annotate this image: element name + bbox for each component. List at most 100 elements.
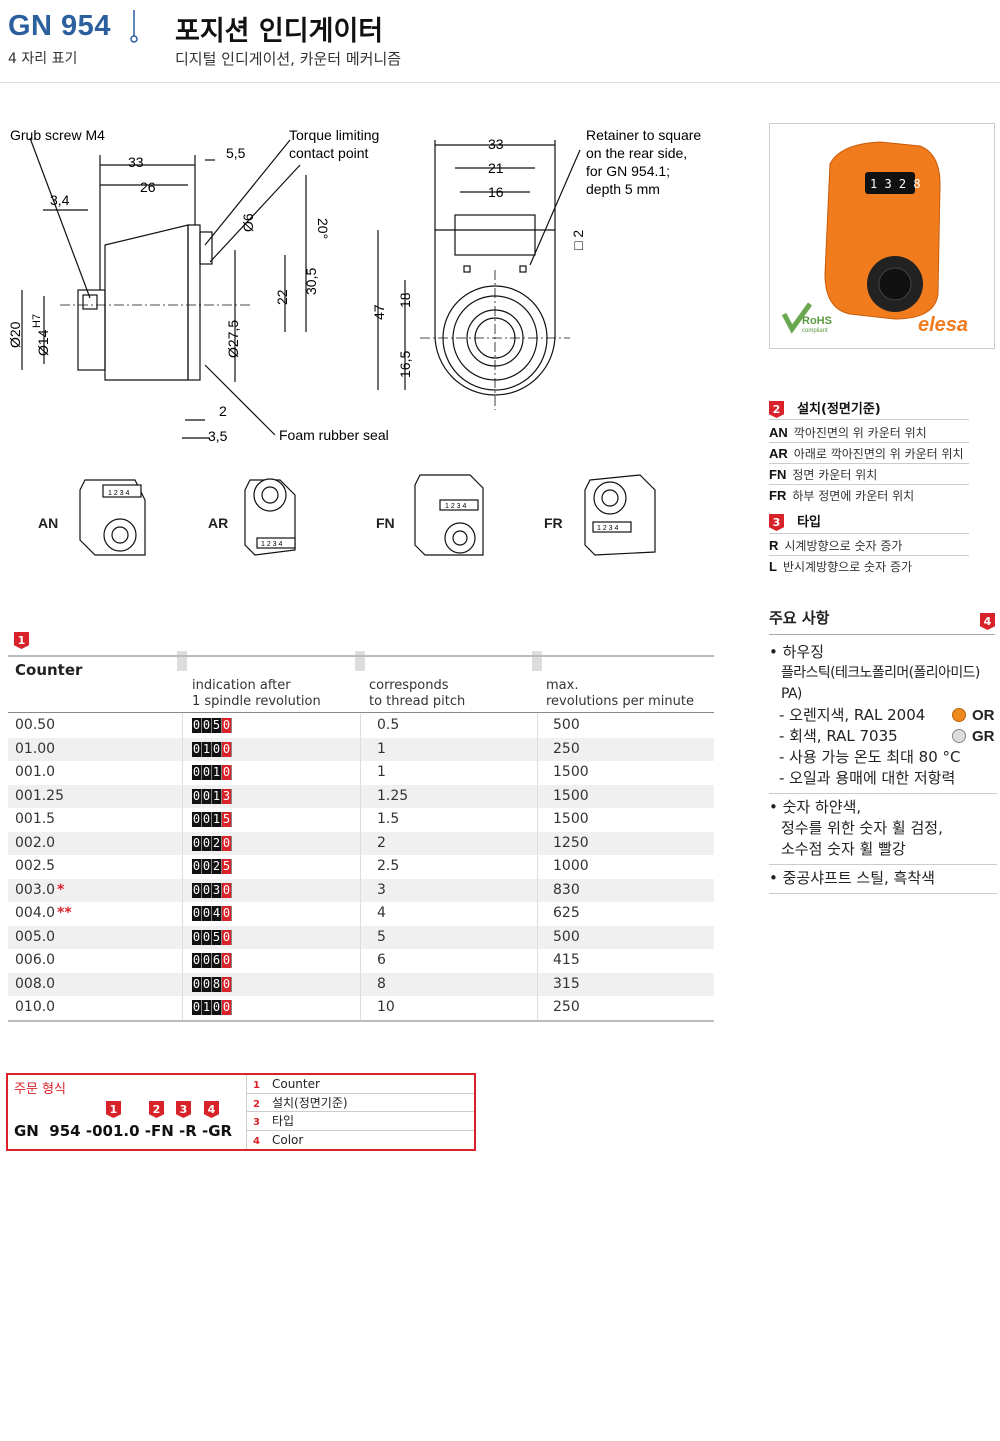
dim-r21: 21 — [488, 160, 504, 176]
order-box: 주문 형식 1 2 3 4 GN 954 -001.0 -FN -R -GR 1… — [6, 1073, 476, 1151]
max-rpm: 315 — [553, 975, 580, 992]
dim-r16-5: 16,5 — [397, 351, 413, 378]
counter-value: 001.0 — [15, 764, 56, 780]
view-an-label: AN — [38, 515, 59, 531]
digit-wheel: 0 — [212, 1000, 222, 1015]
technical-drawing: Grub screw M4 Torque limiting contact po… — [7, 127, 701, 444]
digit-wheel: 0 — [192, 741, 202, 757]
dim-d27-5: Ø27,5 — [225, 320, 241, 358]
counter-value: 008.0 — [15, 975, 56, 992]
dim-20deg: 20° — [315, 218, 331, 239]
order-example: GN 954 -001.0 -FN -R -GR — [14, 1122, 233, 1140]
digit-wheel: 2 — [212, 859, 222, 874]
counter-value: 01.00 — [15, 740, 56, 757]
digit-wheel: 0 — [202, 906, 212, 921]
retainer-label-3: for GN 954.1; — [586, 163, 670, 179]
product-photo: 1 3 2 8 RoHS compliant elesa — [769, 123, 995, 349]
digit-wheel: 0 — [222, 906, 232, 921]
counter-value: 003.0 — [15, 881, 56, 898]
thread-pitch: 2 — [377, 834, 386, 851]
max-rpm: 1250 — [553, 834, 589, 851]
counter-value: 002.5 — [15, 858, 56, 874]
max-rpm: 250 — [553, 740, 580, 757]
orange-swatch — [952, 708, 966, 722]
digit-wheel: 0 — [192, 835, 202, 851]
digit-wheel: 0 — [222, 741, 232, 757]
dim-r18: 18 — [397, 292, 413, 308]
digit-wheel: 0 — [222, 835, 232, 851]
rohs-logo: RoHS compliant — [781, 302, 832, 334]
retainer-label-4: depth 5 mm — [586, 181, 660, 197]
digit-wheel: 0 — [222, 718, 232, 733]
max-rpm: 250 — [553, 999, 580, 1015]
digit-wheel: 0 — [192, 812, 202, 827]
digit-wheel: 0 — [192, 953, 202, 968]
max-rpm: 1000 — [553, 858, 589, 874]
retainer-label-1: Retainer to square — [586, 127, 701, 143]
view-fn-digits: 1 2 3 4 — [445, 503, 467, 510]
thread-pitch: 5 — [377, 928, 386, 945]
thread-pitch: 10 — [377, 999, 395, 1015]
counter-window — [865, 172, 915, 194]
dim-22: 22 — [274, 289, 290, 305]
view-fn-label: FN — [376, 515, 395, 531]
digit-wheel: 5 — [212, 929, 222, 945]
max-rpm: 500 — [553, 717, 580, 733]
digit-wheel: 0 — [192, 976, 202, 992]
digit-wheel: 0 — [192, 718, 202, 733]
counter-value: 001.5 — [15, 811, 56, 827]
counter-value: 004.0 — [15, 905, 56, 921]
dim-d14: Ø14 — [35, 329, 51, 356]
badge-4: 4 — [980, 613, 995, 630]
counter-display: 1 3 2 8 — [870, 177, 921, 191]
digits-label: 4 자리 표기 — [8, 51, 78, 67]
digit-wheel: 0 — [192, 859, 202, 874]
digit-wheel: 3 — [212, 882, 222, 898]
torque-label-2: contact point — [289, 145, 368, 161]
badge-1: 1 — [14, 632, 29, 649]
max-rpm: 625 — [553, 905, 580, 921]
install-title: 설치(정면기준) — [797, 402, 881, 417]
foam-seal-label: Foam rubber seal — [279, 427, 389, 443]
dim-26: 26 — [140, 179, 156, 195]
digit-wheel: 0 — [192, 765, 202, 780]
digit-wheel: 0 — [222, 1000, 232, 1015]
counter-value: 002.0 — [15, 834, 56, 851]
view-an-digits: 1 2 3 4 — [108, 490, 130, 497]
counter-mark: * — [57, 881, 65, 898]
order-badge-1: 1 — [106, 1101, 121, 1118]
max-rpm: 500 — [553, 928, 580, 945]
digit-wheel: 0 — [202, 929, 212, 945]
digit-wheel: 0 — [222, 929, 232, 945]
table-header-rpm: max.revolutions per minute — [546, 678, 694, 709]
type-section: 3 타입 — [769, 511, 821, 531]
digit-wheel: 0 — [192, 906, 202, 921]
digit-wheel: 0 — [202, 788, 212, 804]
dim-sq2: □ 2 — [570, 230, 586, 250]
mounting-views: 1 2 3 4 1 2 3 4 1 2 3 4 1 2 3 4 — [79, 474, 656, 556]
counter-mark: ** — [57, 905, 72, 921]
digit-wheel: 4 — [212, 906, 222, 921]
view-ar-digits: 1 2 3 4 — [261, 541, 283, 548]
digit-wheel: 0 — [202, 976, 212, 992]
digit-wheel: 0 — [202, 812, 212, 827]
digit-wheel: 0 — [192, 1000, 202, 1015]
digit-wheel: 5 — [222, 859, 232, 874]
digit-wheel: 0 — [222, 953, 232, 968]
order-badge-3: 3 — [176, 1101, 191, 1118]
